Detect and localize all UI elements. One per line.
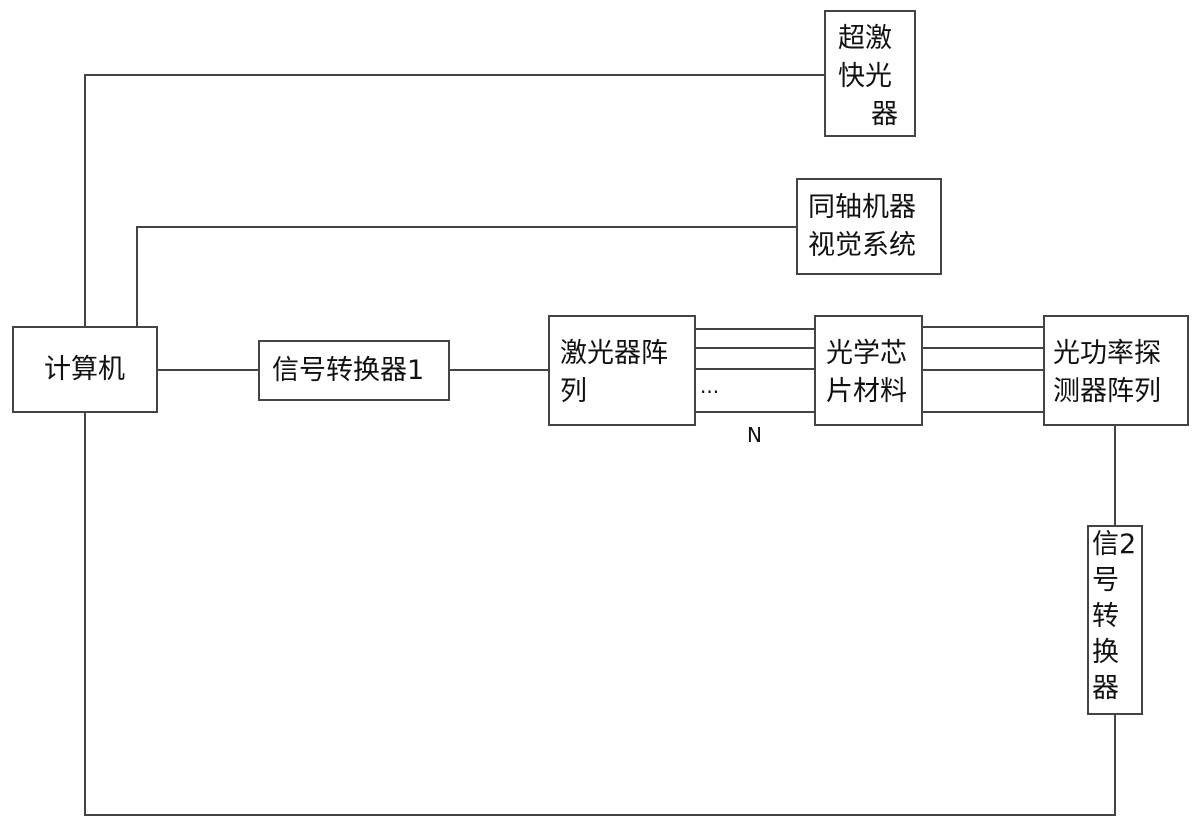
block-label-line: 测器阵列 — [1053, 376, 1161, 407]
computer-block: 计算机 — [12, 326, 158, 413]
coaxial-machine-vision-block: 同轴机器 视觉系统 — [796, 178, 942, 275]
block-label-line: 同轴机器 — [808, 192, 916, 223]
wire-computer-coaxial-vision — [136, 226, 796, 326]
block-label-line: 光功率探 — [1053, 338, 1161, 369]
block-label-line: 号 — [1092, 565, 1119, 596]
block-label-line: 超激 — [838, 23, 892, 54]
channel-ellipsis-label: ··· — [700, 380, 720, 404]
signal-converter-2-block: 信2 号 转 换 器 — [1087, 525, 1143, 715]
optical-chip-material-block: 光学芯 片材料 — [814, 315, 923, 426]
block-label-line: 光学芯 — [826, 338, 907, 369]
channel-count-label: N — [747, 423, 762, 447]
block-label-line: 信号转换器1 — [272, 355, 425, 386]
ultrafast-laser-block: 超激 快光 器 — [824, 10, 916, 137]
block-label-line: 器 — [1092, 673, 1119, 704]
block-label-line: 器 — [871, 99, 898, 130]
block-label-line: 换 — [1092, 637, 1119, 668]
block-label-line: 视觉系统 — [808, 230, 916, 261]
block-label-line: 列 — [560, 376, 587, 407]
block-label-line: 信2 — [1092, 529, 1137, 560]
block-label-line: 计算机 — [44, 354, 125, 385]
wire-converter2-computer — [84, 412, 1116, 816]
block-label-line: 转 — [1092, 601, 1119, 632]
block-label-line: 激光器阵 — [560, 338, 668, 369]
laser-array-block: 激光器阵 列 — [548, 315, 696, 426]
optical-power-detector-array-block: 光功率探 测器阵列 — [1043, 315, 1189, 426]
wire-computer-ultrafast-laser — [84, 74, 824, 326]
signal-converter-1-block: 信号转换器1 — [258, 340, 450, 401]
block-label-line: 片材料 — [826, 376, 907, 407]
block-label-line: 快光 — [838, 61, 892, 92]
